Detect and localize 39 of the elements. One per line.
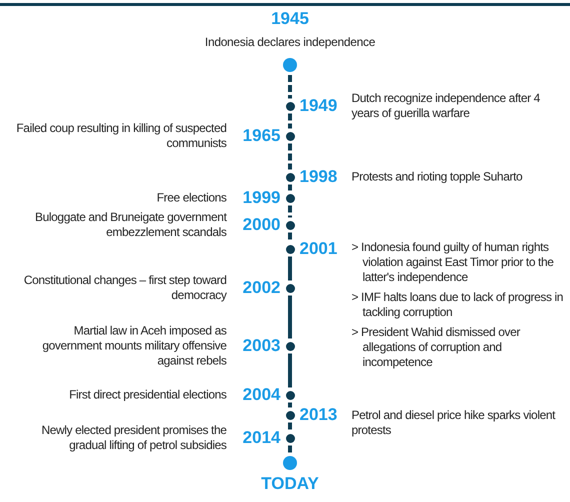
year-label: 2014 (242, 428, 280, 448)
year-label: 2002 (242, 278, 280, 298)
year-label: 2003 (242, 336, 280, 356)
timeline-segment (288, 296, 292, 338)
event-text: Failed coup resulting in killing of suspected communists (15, 121, 226, 151)
event-text: Protests and rioting topple Suharto (352, 170, 524, 184)
timeline-segment (288, 144, 292, 170)
timeline-segment (288, 75, 292, 98)
year-label: TODAY (261, 474, 319, 494)
year-label: 1998 (300, 167, 338, 187)
event-text: > Indonesia found guilty of human rights violation against East Timor prior to the latter's independence (352, 240, 555, 285)
timeline-segment (288, 232, 292, 242)
event-text: > President Wahid dismissed over allegations of corruption and incompetence (352, 325, 522, 370)
event-text: Petrol and diesel price hike sparks violent protests (352, 408, 556, 438)
event-text: Free elections (156, 190, 226, 206)
year-label: 1945 (271, 9, 309, 29)
year-label: 1949 (300, 96, 338, 116)
event-text: Buloggate and Bruneigate government embezzlement scandals (34, 210, 226, 240)
event-text: Martial law in Aceh imposed as government mounts military offensive against rebels (41, 324, 226, 368)
timeline-segment (288, 184, 292, 190)
event-text: Indonesia declares independence (204, 35, 376, 49)
timeline-segment (288, 402, 292, 408)
year-label: 1999 (242, 188, 280, 208)
timeline-segment (288, 206, 292, 218)
event-text: Dutch recognize independence after 4 years of guerilla warfare (352, 91, 541, 121)
year-label: 2004 (242, 385, 280, 405)
year-label: 2001 (300, 239, 338, 259)
year-label: 1965 (242, 126, 280, 146)
timeline-segment (288, 256, 292, 280)
timeline-segment (288, 446, 292, 453)
timeline-segment (288, 114, 292, 128)
event-text: Constitutional changes – first step toward democracy (22, 273, 226, 303)
timeline-segment (288, 422, 292, 430)
event-text: First direct presidential elections (68, 388, 226, 402)
event-text: Newly elected president promises the gradual lifting of petrol subsidies (40, 423, 226, 453)
year-label: 2013 (300, 405, 338, 425)
year-label: 2000 (242, 215, 280, 235)
event-text: > IMF halts loans due to lack of progress in tackling corruption (352, 290, 564, 320)
timeline-segment (288, 354, 292, 388)
